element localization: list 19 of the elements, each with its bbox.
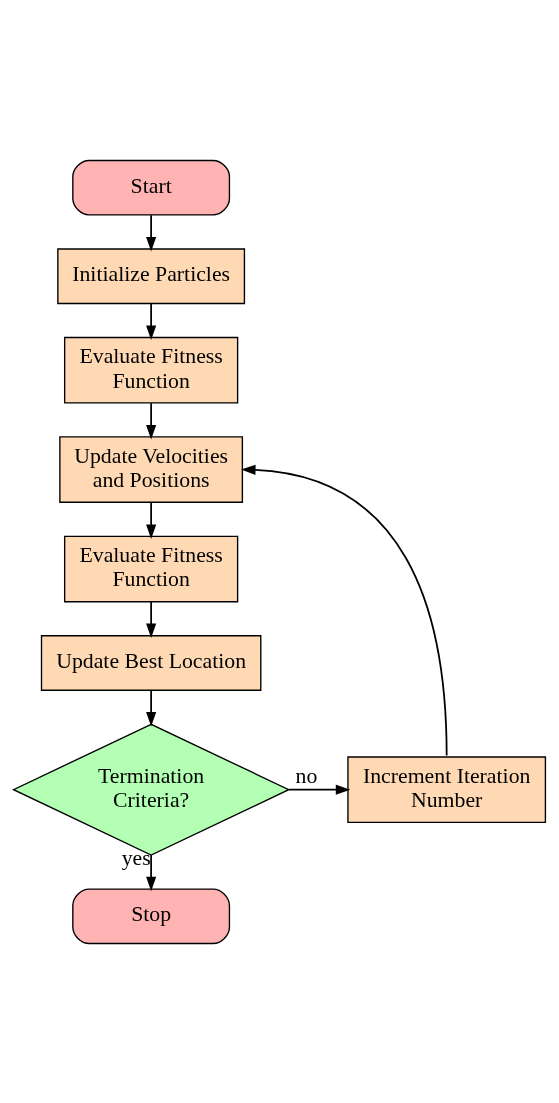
arrow xyxy=(146,600,157,638)
arrow xyxy=(146,213,157,251)
node-box: Evaluate Fitness Function xyxy=(64,336,239,404)
node-diamond: Termination Criteria? xyxy=(12,723,291,856)
arrow xyxy=(146,302,157,340)
arrow xyxy=(288,784,351,795)
node-box: Increment Iteration Number xyxy=(347,755,547,823)
node-box: Update Best Location xyxy=(40,634,262,691)
node-box: Start xyxy=(72,159,231,216)
edge-label: no xyxy=(295,763,318,788)
node-box: Initialize Particles xyxy=(57,247,246,304)
node-box: Evaluate Fitness Function xyxy=(64,535,239,602)
node-box: Stop xyxy=(72,887,231,944)
node-box: Update Velocities and Positions xyxy=(59,435,244,503)
arrow xyxy=(146,501,157,539)
arrow xyxy=(146,401,157,440)
arrow xyxy=(146,853,157,891)
arrow xyxy=(146,689,157,726)
arrow xyxy=(241,464,448,756)
